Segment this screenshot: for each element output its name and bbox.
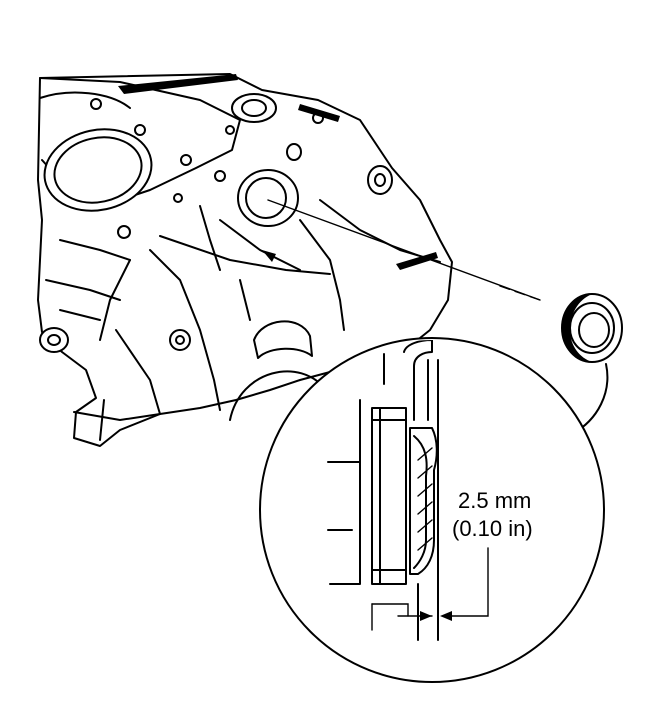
dimension-in-label: (0.10 in) xyxy=(452,516,533,541)
cylinder-bore xyxy=(43,128,153,212)
install-path-line xyxy=(267,199,541,301)
seal-hatch xyxy=(417,447,433,551)
engine-block xyxy=(37,73,453,447)
detail-view xyxy=(259,337,605,683)
rear-seal xyxy=(561,293,623,363)
dimension-mm-label: 2.5 mm xyxy=(458,488,531,513)
